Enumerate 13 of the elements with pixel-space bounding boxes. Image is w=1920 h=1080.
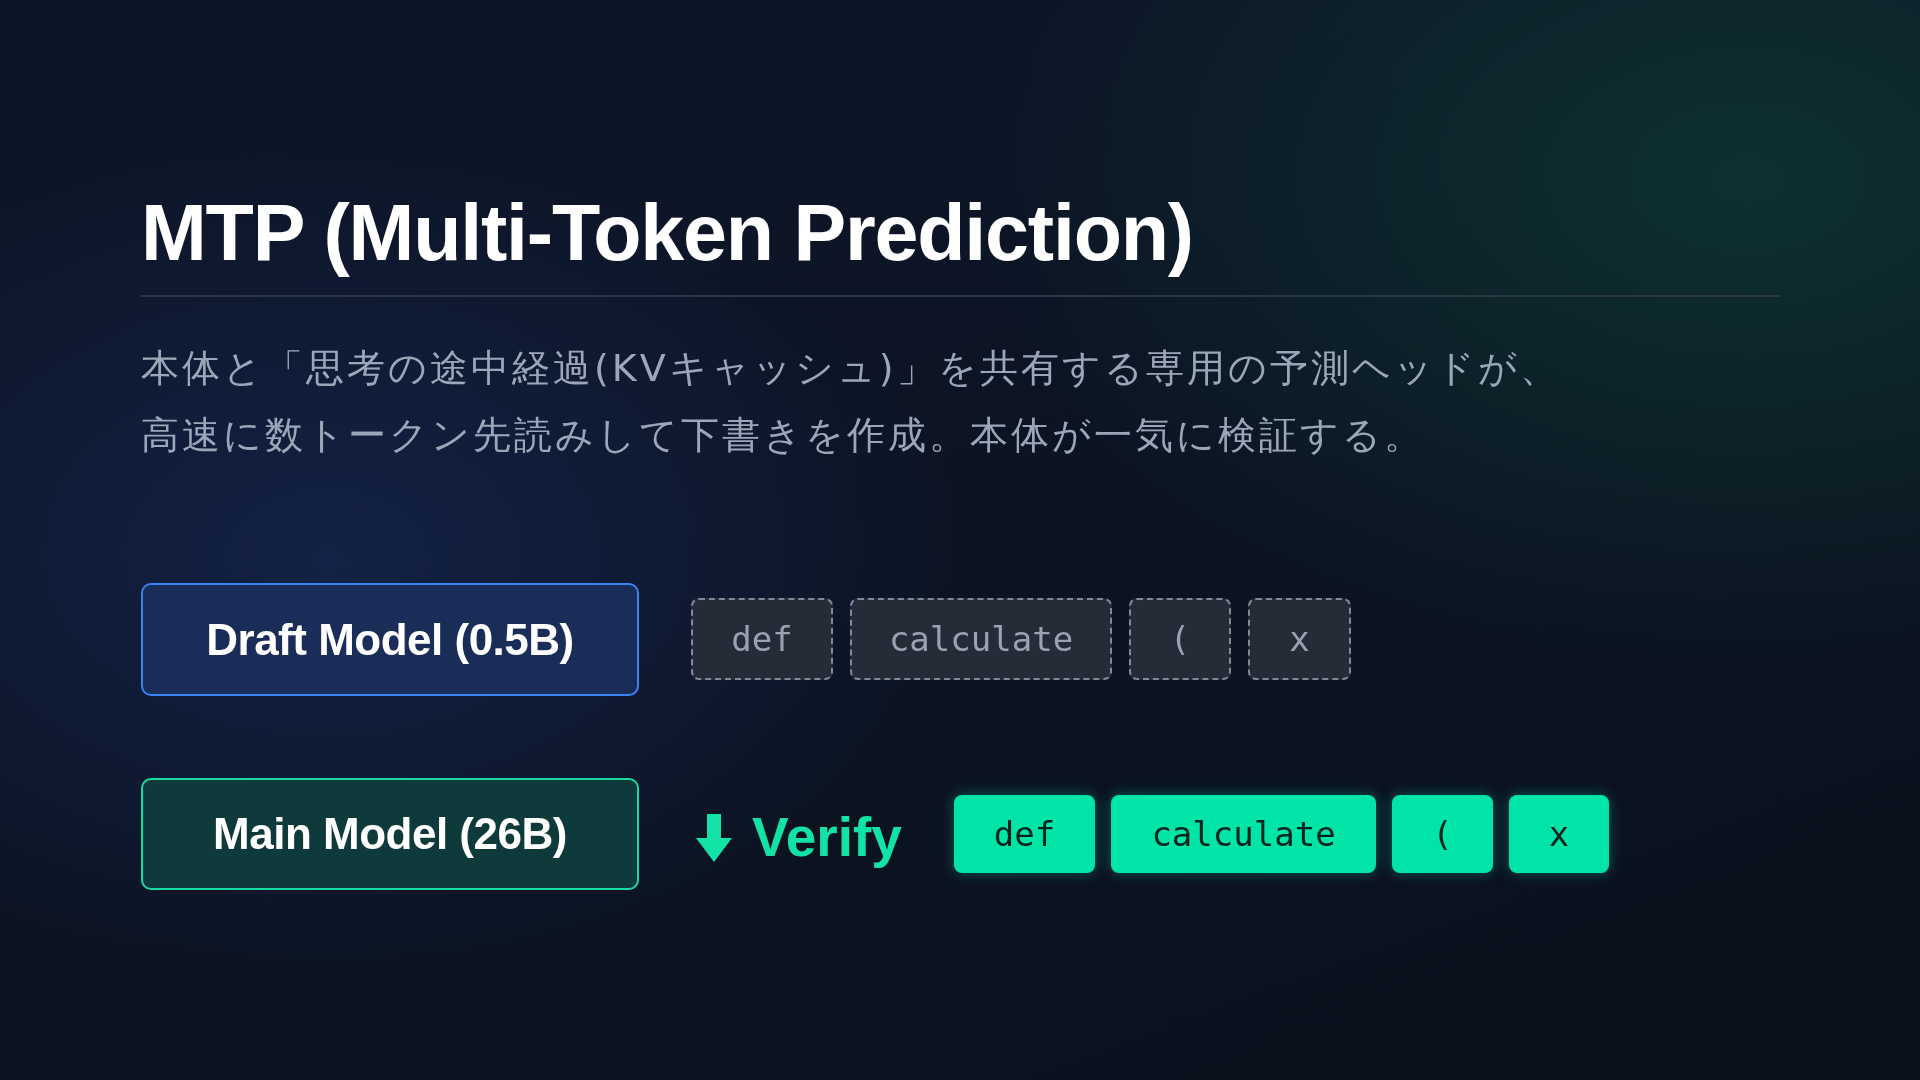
token-box: calculate: [1111, 795, 1376, 873]
dashed-token-box: x: [1248, 598, 1351, 680]
token-box: x: [1509, 795, 1609, 873]
model-box: Main Model (26B): [141, 778, 639, 890]
description: 本体と「思考の途中経過(KVキャッシュ)」を共有する専用の予測ヘッドが、高速に数トークン先読みして下書きを作成。本体が一気に検証する。: [141, 345, 1561, 459]
title: MTP (Multi-Token Prediction): [141, 190, 1193, 277]
dashed-token-box: calculate: [850, 598, 1112, 680]
token-box: def: [954, 795, 1095, 873]
model-box: Draft Model (0.5B): [141, 583, 639, 696]
dashed-token-box: def: [691, 598, 833, 680]
token-box: (: [1392, 795, 1493, 873]
step-label: Verify: [752, 806, 902, 868]
dashed-token-box: (: [1129, 598, 1231, 680]
